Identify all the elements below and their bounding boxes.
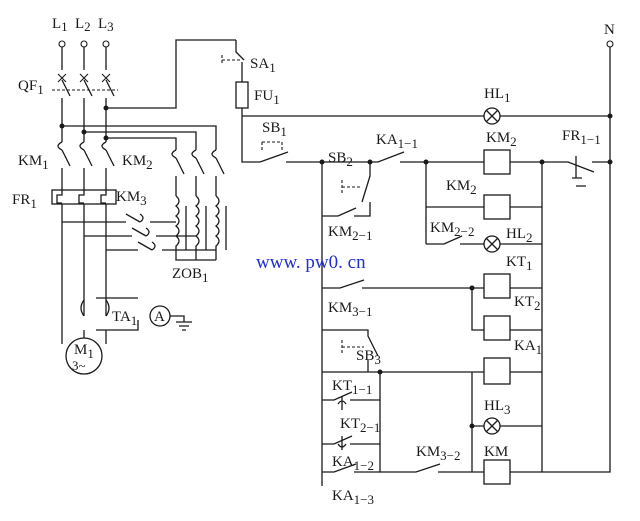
- sb2-start-button: [341, 162, 371, 210]
- kt1-coil: [483, 273, 511, 299]
- sb3-button: [322, 329, 379, 372]
- sa1-switch: [221, 40, 245, 72]
- ka1-label: KA1: [514, 338, 542, 357]
- l1-label: L1: [52, 16, 68, 34]
- km22-label: KM2−2: [430, 220, 475, 239]
- junction-dot: [59, 123, 65, 129]
- km32-contact: [380, 463, 484, 473]
- sb2-label: SB2: [328, 150, 353, 169]
- km3-main-contacts: [62, 213, 216, 251]
- qf1-label: QF1: [18, 78, 44, 97]
- kt21-label: KT2−1: [340, 416, 380, 435]
- neutral-bus: [542, 47, 611, 473]
- km21-label: KM2−1: [328, 224, 373, 243]
- hl2-lamp-cross: [485, 237, 499, 251]
- ammeter-label: A: [154, 309, 165, 325]
- km1-main-contacts: [57, 141, 115, 190]
- fr11-contact: [510, 156, 610, 187]
- qf1-breaker: [52, 47, 118, 142]
- km2-coil-label: KM2: [486, 130, 517, 149]
- kt2-label: KT2: [514, 294, 541, 313]
- fu1-fuse: [235, 81, 249, 109]
- junction-dot: [539, 159, 545, 165]
- l3-terminal: [102, 40, 110, 48]
- hl3-label: HL3: [484, 398, 511, 417]
- junction-dot: [103, 105, 109, 111]
- junction-dot: [81, 129, 87, 135]
- ka1-coil: [483, 357, 511, 385]
- fr11-label: FR1−1: [562, 128, 601, 147]
- km2-coil: [483, 149, 511, 175]
- km32-label: KM3−2: [416, 444, 461, 463]
- km2-label: KM2: [122, 153, 153, 172]
- ta1-current-transformer: [80, 297, 192, 331]
- fr1-label: FR1: [12, 192, 37, 211]
- km21-contact: [322, 207, 371, 217]
- kt1-label: KT1: [506, 254, 533, 273]
- zob1-autotransformer: [174, 195, 227, 261]
- km3-label: KM3: [116, 189, 147, 208]
- motor-label: M1: [74, 342, 94, 361]
- sb1-stop-button: [259, 141, 322, 163]
- neutral-label: N: [604, 22, 615, 38]
- fr1-thermal-relay: [51, 189, 117, 330]
- hl1-lamp-cross: [485, 109, 499, 123]
- junction-dot: [607, 159, 613, 165]
- km2-main-contacts: [171, 149, 225, 196]
- ka11-contact: [322, 151, 484, 163]
- hl3-lamp-cross: [485, 419, 499, 433]
- km1-label: KM1: [18, 153, 49, 172]
- junction-dot: [103, 135, 109, 141]
- ka12-label: KA1−2: [332, 454, 374, 473]
- km-coil: [483, 459, 511, 485]
- main-left-rail: [241, 116, 260, 163]
- motor-m1: [61, 330, 107, 375]
- km31-label: KM3−1: [328, 300, 373, 319]
- zob1-label: ZOB1: [172, 266, 209, 285]
- km2-branch-bus: [62, 125, 217, 150]
- kt11-label: KT1−1: [332, 378, 372, 397]
- sa1-label: SA1: [250, 56, 276, 75]
- l1-terminal: [58, 40, 66, 48]
- l3-label: L3: [98, 16, 114, 34]
- km31-contact: [322, 279, 472, 289]
- ta1-label: TA1: [112, 309, 137, 328]
- neutral-terminal: [606, 40, 614, 48]
- ammeter-symbol: [149, 305, 171, 327]
- ka11-label: KA1−1: [376, 132, 418, 151]
- km2-aux-label: KM2: [446, 178, 477, 197]
- junction-dot: [607, 113, 613, 119]
- power-circuit: L1 L2 L3 QF1 KM1: [12, 16, 236, 375]
- watermark: www. pw0. cn: [256, 252, 366, 273]
- km22-contact: [426, 235, 484, 245]
- hl1-label: HL1: [484, 86, 511, 105]
- l2-terminal: [80, 40, 88, 48]
- kt2-coil: [483, 315, 511, 341]
- kt-branch-rail: [471, 287, 484, 331]
- km2-aux-coil: [483, 194, 511, 220]
- ka13-label: KA1−3: [332, 488, 374, 507]
- sb1-label: SB1: [262, 120, 287, 139]
- fu1-label: FU1: [254, 88, 280, 107]
- control-supply-tap: [106, 39, 236, 109]
- km-label: KM: [484, 444, 508, 460]
- control-circuit: SA1 FU1 N HL1 SB1 KA1−1 KM2 FR1−1: [221, 22, 615, 507]
- hl2-label: HL2: [506, 226, 533, 245]
- sb3-label: SB3: [356, 348, 381, 367]
- motor-phase-label: 3~: [72, 358, 86, 373]
- l2-label: L2: [75, 16, 91, 34]
- supply-terminals: [58, 40, 110, 48]
